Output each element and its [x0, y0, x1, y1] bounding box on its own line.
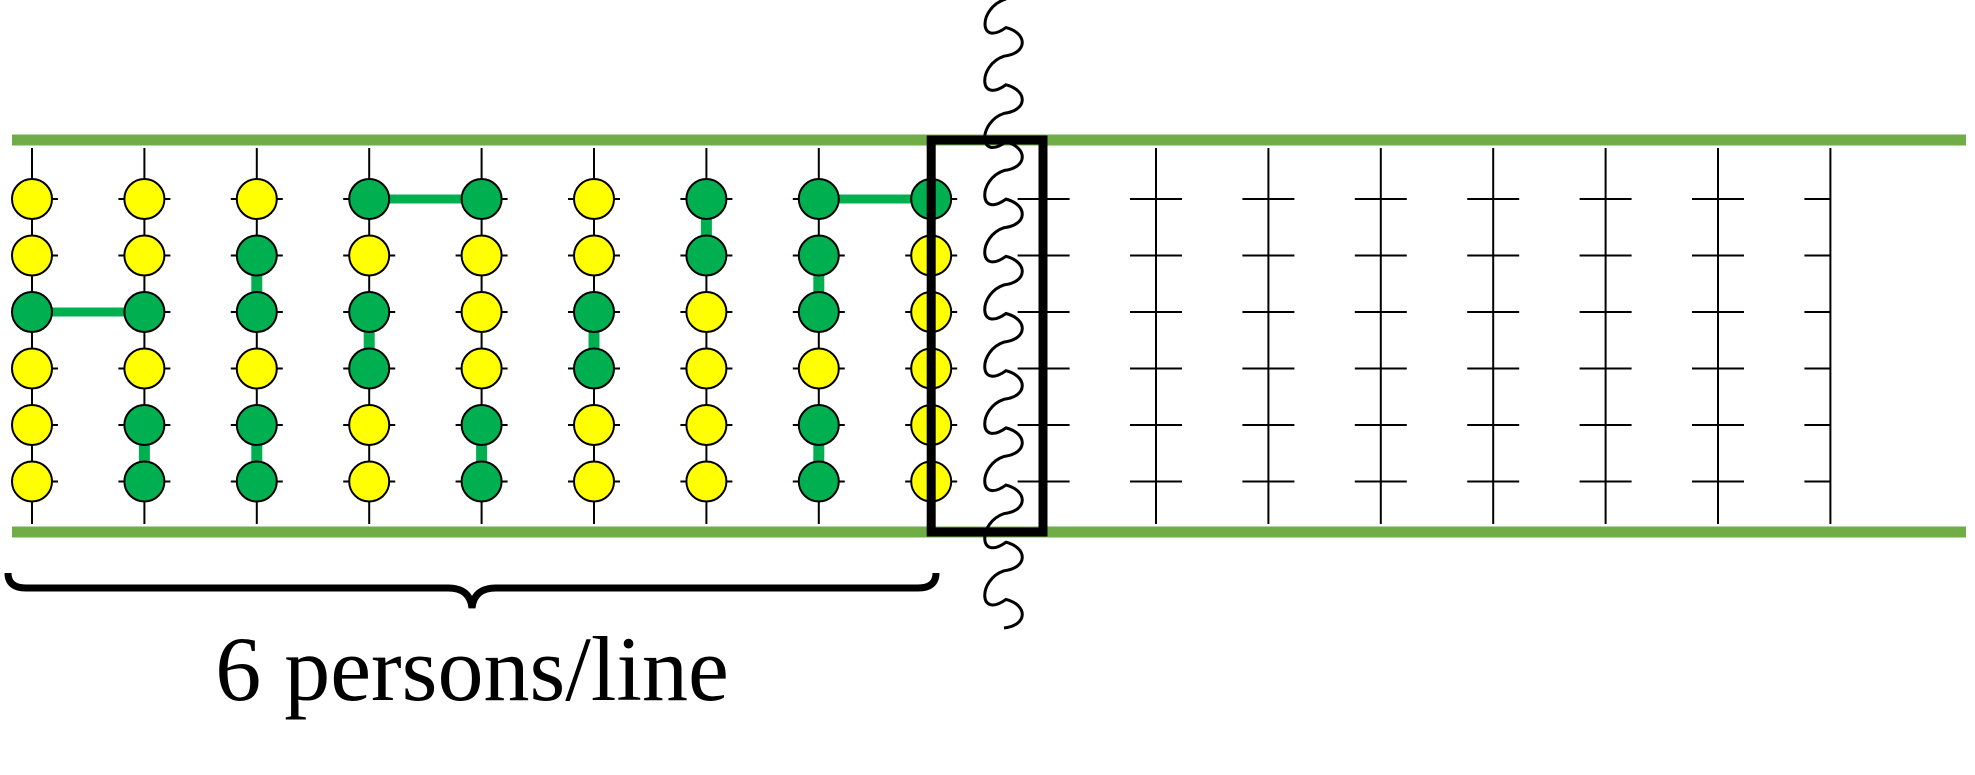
person-yellow — [11, 178, 53, 220]
person-green — [235, 460, 278, 503]
person-yellow — [685, 347, 728, 390]
person-green — [573, 347, 615, 390]
person-yellow — [797, 347, 840, 390]
person-green — [348, 291, 391, 333]
brace — [4, 572, 940, 609]
person-green — [123, 404, 166, 446]
person-yellow — [123, 347, 166, 390]
caption-text: 6 persons/line — [215, 618, 729, 720]
person-green — [460, 178, 503, 220]
person-yellow — [685, 404, 728, 446]
person-green — [348, 178, 391, 220]
person-yellow — [573, 234, 615, 277]
person-yellow — [348, 234, 391, 277]
person-yellow — [573, 178, 615, 220]
person-green — [123, 291, 166, 333]
person-green — [573, 291, 615, 333]
person-green — [11, 291, 53, 333]
person-yellow — [235, 347, 278, 390]
person-yellow — [460, 291, 503, 333]
person-green — [235, 404, 278, 446]
person-green — [460, 460, 503, 503]
person-green — [235, 234, 278, 277]
person-yellow — [123, 234, 166, 277]
person-yellow — [348, 404, 391, 446]
person-green — [235, 291, 278, 333]
person-yellow — [685, 460, 728, 503]
person-green — [348, 347, 391, 390]
person-yellow — [11, 234, 53, 277]
person-green — [797, 404, 840, 446]
person-green — [797, 178, 840, 220]
frame-layer — [926, 0, 1048, 630]
person-yellow — [235, 178, 278, 220]
person-yellow — [11, 404, 53, 446]
person-green — [460, 404, 503, 446]
person-layer — [11, 178, 953, 503]
person-green — [797, 234, 840, 277]
person-yellow — [11, 347, 53, 390]
wall-layer — [12, 134, 1966, 538]
wavy-cut-line — [983, 0, 1024, 630]
person-green — [685, 178, 728, 220]
person-yellow — [573, 404, 615, 446]
person-yellow — [11, 460, 53, 503]
person-green — [685, 234, 728, 277]
person-yellow — [460, 347, 503, 390]
person-green — [797, 291, 840, 333]
person-green — [797, 460, 840, 503]
person-yellow — [573, 460, 615, 503]
person-yellow — [123, 178, 166, 220]
person-yellow — [685, 291, 728, 333]
person-yellow — [460, 234, 503, 277]
person-yellow — [348, 460, 391, 503]
person-green — [123, 460, 166, 503]
